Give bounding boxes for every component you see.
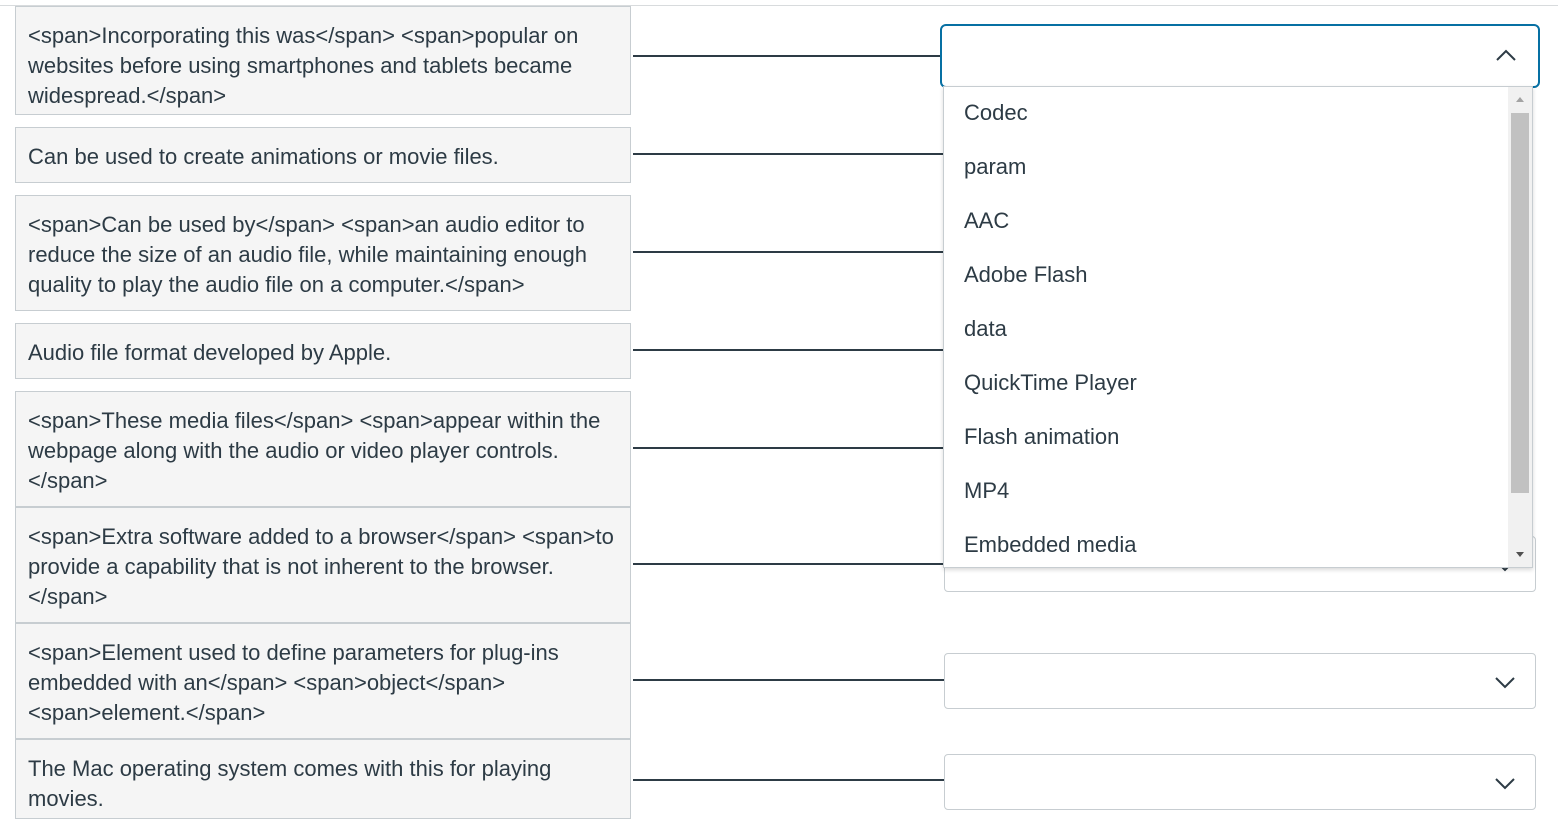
- option-data[interactable]: data: [964, 316, 1007, 341]
- chevron-up-icon: [1496, 49, 1516, 61]
- option-mp4[interactable]: MP4: [964, 478, 1010, 503]
- match-prompt-8: The Mac operating system comes with this…: [15, 739, 631, 819]
- connector-line-2: [633, 153, 944, 155]
- scroll-up-arrow-icon[interactable]: [1514, 93, 1526, 105]
- match-prompt-5: <span>These media files</span> <span>app…: [15, 391, 631, 507]
- option-adobe-flash[interactable]: Adobe Flash: [964, 262, 1088, 287]
- connector-line-6: [633, 563, 944, 565]
- option-param[interactable]: param: [964, 154, 1027, 179]
- option-codec[interactable]: Codec: [964, 100, 1028, 125]
- connector-line-1: [633, 55, 942, 57]
- scroll-down-arrow-icon[interactable]: [1514, 549, 1526, 561]
- match-prompt-4: Audio file format developed by Apple.: [15, 323, 631, 379]
- dropdown-scrollbar[interactable]: [1508, 87, 1532, 567]
- match-prompt-7: <span>Element used to define parameters …: [15, 623, 631, 739]
- option-aac[interactable]: AAC: [964, 208, 1010, 233]
- match-prompt-2: Can be used to create animations or movi…: [15, 127, 631, 183]
- answer-select-8[interactable]: [944, 754, 1536, 810]
- answer-select-7[interactable]: [944, 653, 1536, 709]
- scrollbar-thumb[interactable]: [1511, 113, 1529, 493]
- connector-line-5: [633, 447, 944, 449]
- match-prompt-6: <span>Extra software added to a browser<…: [15, 507, 631, 623]
- chevron-down-icon: [1495, 677, 1515, 689]
- option-quicktime-player[interactable]: QuickTime Player: [964, 370, 1137, 395]
- connector-line-8: [633, 779, 944, 781]
- answer-options-list[interactable]: Codec param AAC Adobe Flash data QuickTi…: [943, 86, 1533, 568]
- match-prompt-1: <span>Incorporating this was</span> <spa…: [15, 6, 631, 115]
- answer-select-1[interactable]: [940, 24, 1540, 88]
- chevron-down-icon: [1495, 778, 1515, 790]
- top-divider: [0, 5, 1558, 6]
- connector-line-3: [633, 251, 944, 253]
- option-embedded-media[interactable]: Embedded media: [964, 532, 1137, 557]
- connector-line-4: [633, 349, 944, 351]
- match-prompt-3: <span>Can be used by</span> <span>an aud…: [15, 195, 631, 311]
- connector-line-7: [633, 679, 944, 681]
- option-flash-animation[interactable]: Flash animation: [964, 424, 1120, 449]
